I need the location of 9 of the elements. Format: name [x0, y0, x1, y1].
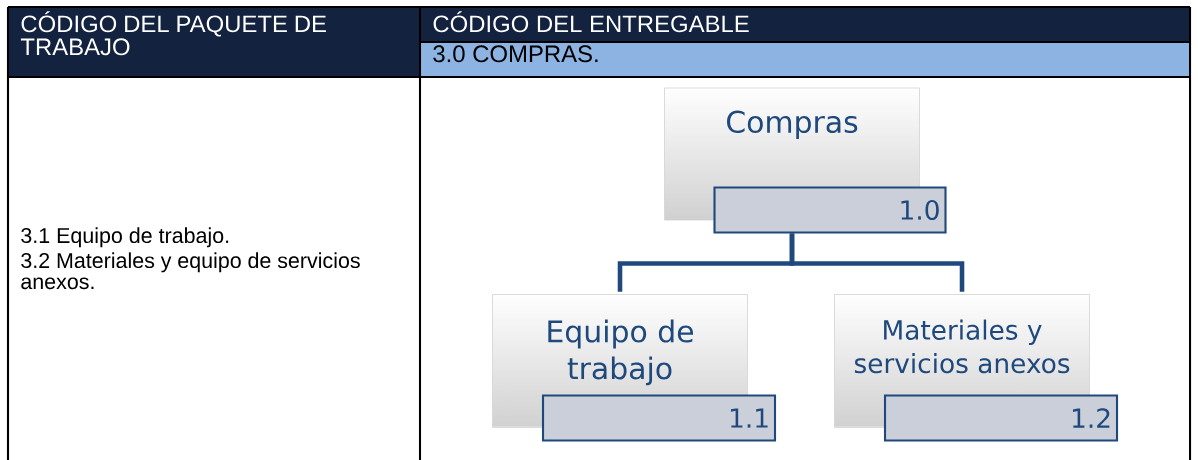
list-item: 3.2 Materiales y equipo de servicios anexos. [21, 252, 360, 290]
list-item: 3.1 Equipo de trabajo. [21, 227, 229, 248]
code-tag: 1.1 [541, 394, 777, 442]
header-text: CÓDIGO DEL ENTREGABLE [433, 11, 749, 33]
cell-text: 3.0 COMPRAS. [433, 45, 598, 63]
header-text: CÓDIGO DEL PAQUETE DE TRABAJO [20, 11, 326, 56]
connector [789, 233, 965, 292]
code-tag: 1.0 [713, 186, 947, 234]
code-tag: 1.2 [883, 394, 1119, 442]
